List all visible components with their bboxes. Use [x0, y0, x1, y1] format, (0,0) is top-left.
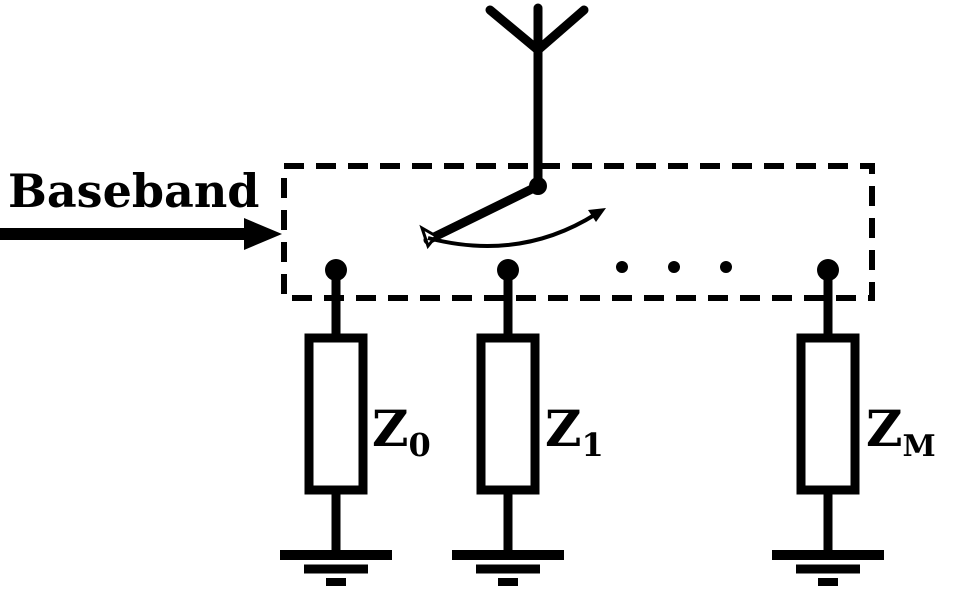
impedance-box-0	[304, 333, 368, 495]
switch-arm[interactable]	[423, 181, 543, 245]
impedance-box-m	[796, 333, 860, 495]
load-branch-m	[772, 259, 884, 586]
rotation-arrow-icon	[427, 208, 606, 248]
impedance-label-m: ZM	[866, 399, 936, 464]
load-branch-0	[280, 259, 392, 586]
baseband-arrow	[0, 218, 282, 250]
antenna-icon	[485, 3, 589, 191]
impedance-label-1: Z1	[545, 399, 604, 464]
impedance-label-0: Z0	[372, 399, 431, 464]
load-branch-1	[452, 259, 564, 586]
impedance-box-1	[476, 333, 540, 495]
ellipsis-dots	[616, 261, 732, 273]
baseband-label: Baseband	[8, 164, 259, 218]
switch-box	[281, 163, 875, 301]
